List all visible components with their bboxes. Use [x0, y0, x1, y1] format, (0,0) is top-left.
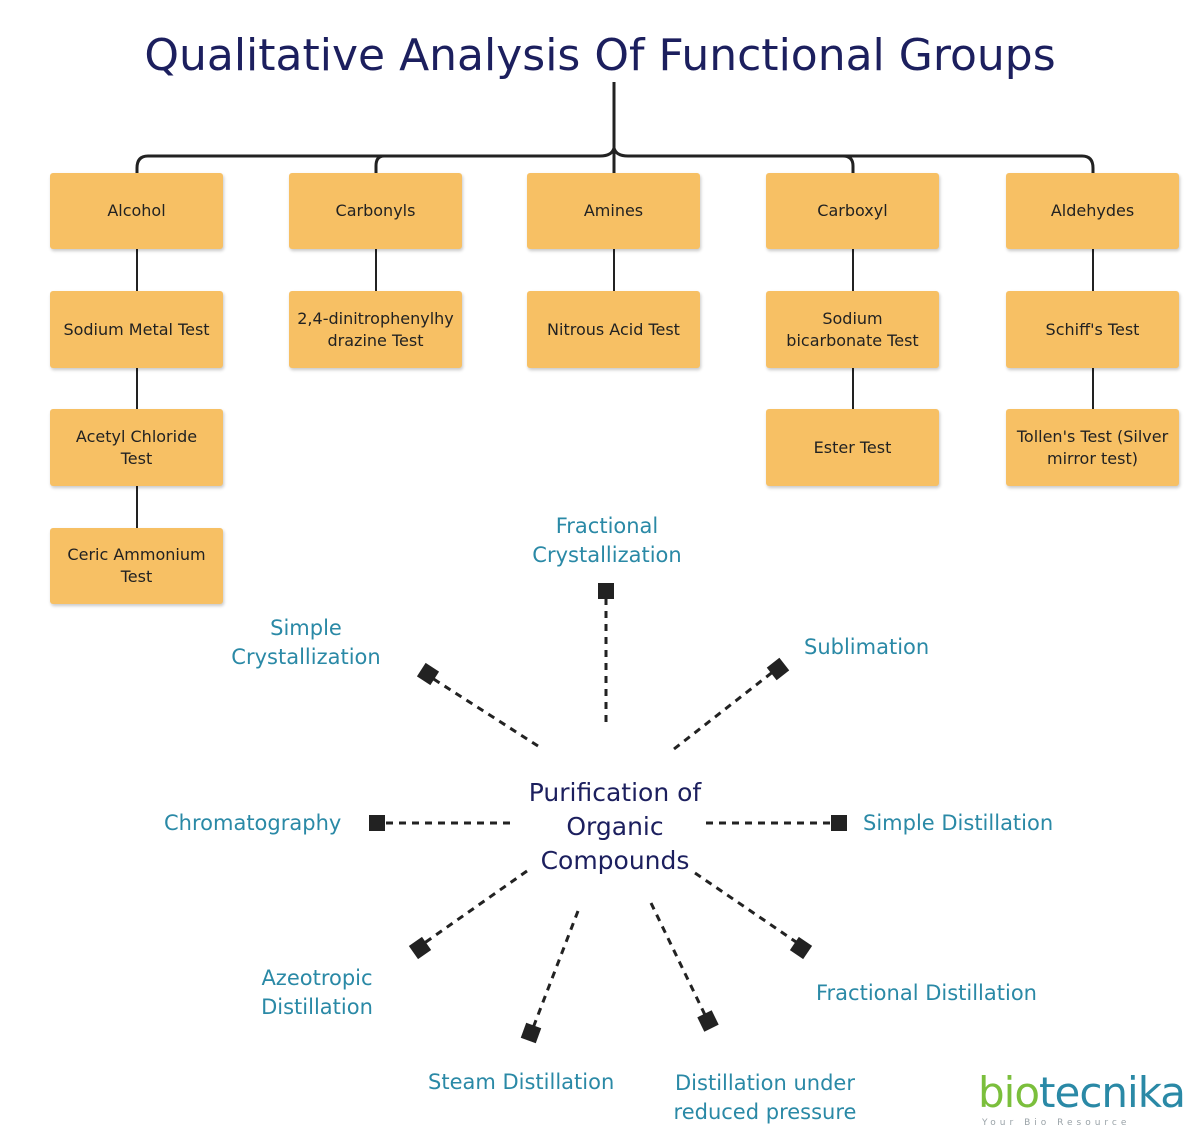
endpoint-sublimation — [766, 657, 790, 681]
spoke-sublimation — [673, 669, 775, 751]
group-box-alcohol: Alcohol — [50, 173, 223, 249]
branch-left-line — [135, 147, 616, 173]
group-box-carbonyls: Carbonyls — [289, 173, 462, 249]
endpoint-fractional-crystallization — [598, 583, 614, 599]
label-sublimation: Sublimation — [804, 635, 930, 659]
test-box-nitrous-acid: Nitrous Acid Test — [527, 291, 700, 368]
label-distillation-reduced-pressure: Distillation under reduced pressure — [673, 1071, 857, 1124]
purification-center-label: Purification of Organic Compounds — [528, 778, 702, 875]
group-box-aldehydes: Aldehydes — [1006, 173, 1179, 249]
endpoint-simple-crystallization — [416, 662, 440, 686]
label-chromatography: Chromatography — [164, 811, 342, 835]
endpoint-simple-distillation — [831, 815, 847, 831]
tree-vertical-links — [136, 249, 1094, 528]
test-box-ceric-ammonium: Ceric Ammonium Test — [50, 528, 223, 604]
spoke-azeotropic-distillation — [422, 869, 528, 946]
test-box-schiffs: Schiff's Test — [1006, 291, 1179, 368]
test-box-tollens: Tollen's Test (Silver mirror test) — [1006, 409, 1179, 486]
endpoint-azeotropic-distillation — [408, 936, 432, 960]
label-simple-distillation: Simple Distillation — [863, 811, 1054, 835]
label-fractional-crystallization: Fractional Crystallization — [532, 514, 682, 567]
endpoint-fractional-distillation — [789, 936, 813, 960]
group-box-carboxyl: Carboxyl — [766, 173, 939, 249]
label-azeotropic-distillation: Azeotropic Distillation — [261, 966, 373, 1019]
test-box-sodium-metal: Sodium Metal Test — [50, 291, 223, 368]
biotecnika-logo: biotecnika Your Bio Resource — [978, 1068, 1193, 1142]
test-box-acetyl-chloride: Acetyl Chloride Test — [50, 409, 223, 486]
spoke-simple-crystallization — [431, 676, 539, 748]
branch-carbonyls-line — [374, 154, 385, 173]
spoke-reduced-pressure — [649, 902, 708, 1018]
group-box-amines: Amines — [527, 173, 700, 249]
logo-part-bio: bio — [978, 1068, 1040, 1117]
logo-wordmark: biotecnika — [978, 1068, 1186, 1117]
branch-carboxyl-line — [842, 154, 855, 173]
spoke-fractional-distillation — [694, 871, 800, 946]
purification-spokes — [382, 598, 834, 1029]
spoke-endpoints — [369, 583, 847, 1044]
endpoint-chromatography — [369, 815, 385, 831]
label-steam-distillation: Steam Distillation — [428, 1070, 615, 1094]
diagram-title: Qualitative Analysis Of Functional Group… — [144, 30, 1056, 81]
endpoint-reduced-pressure — [697, 1010, 719, 1032]
endpoint-steam-distillation — [520, 1022, 542, 1044]
label-simple-crystallization: Simple Crystallization — [231, 616, 381, 669]
test-box-dnph: 2,4-dinitrophenylhydrazine Test — [289, 291, 462, 368]
logo-tagline: Your Bio Resource — [982, 1118, 1131, 1128]
test-box-sodium-bicarbonate: Sodium bicarbonate Test — [766, 291, 939, 368]
tree-connectors — [135, 82, 1095, 173]
test-box-ester: Ester Test — [766, 409, 939, 486]
label-fractional-distillation: Fractional Distillation — [816, 981, 1037, 1005]
branch-right-line — [612, 147, 1095, 173]
spoke-steam-distillation — [531, 910, 580, 1029]
logo-part-tecnika: tecnika — [1039, 1068, 1186, 1117]
